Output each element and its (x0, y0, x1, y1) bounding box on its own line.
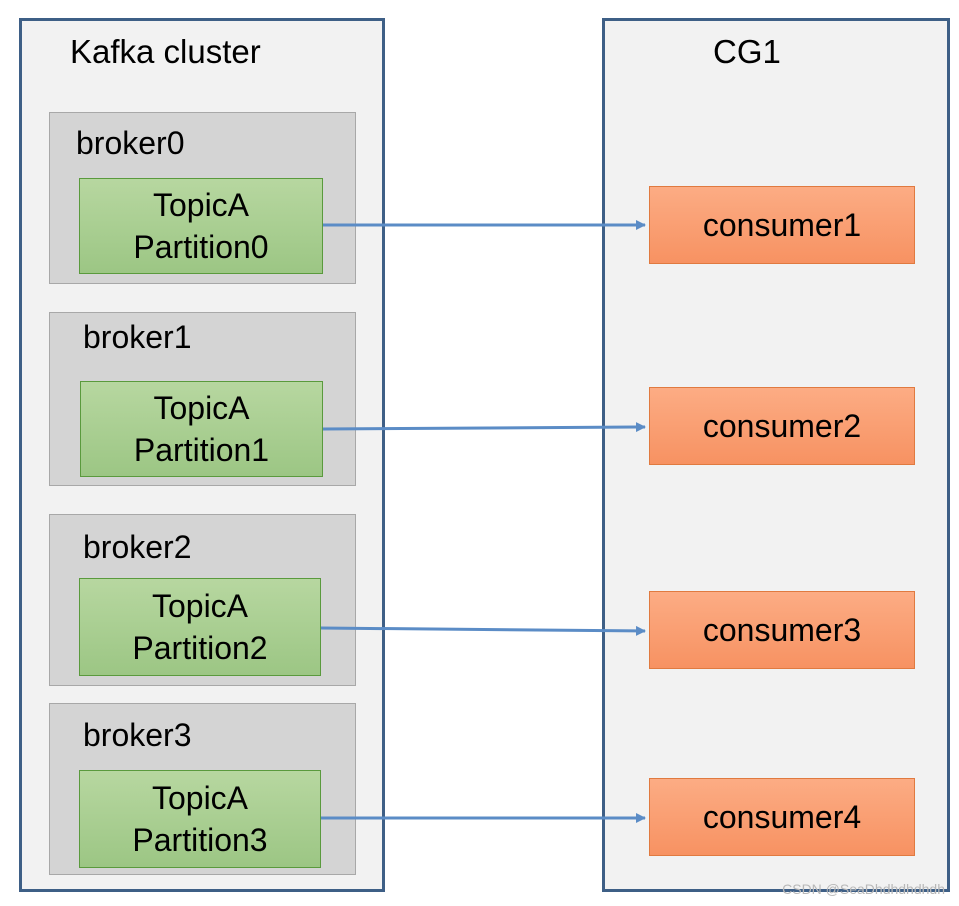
consumer-box-1: consumer1 (649, 186, 915, 264)
partition-topic: TopicA (151, 588, 249, 624)
broker-box-0: broker0 TopicA Partition0 (49, 112, 356, 284)
partition-name: Partition3 (132, 822, 268, 858)
consumer-box-3: consumer3 (649, 591, 915, 669)
partition-box-2: TopicA Partition2 (79, 578, 321, 676)
partition-name: Partition0 (133, 229, 269, 265)
broker-box-2: broker2 TopicA Partition2 (49, 514, 356, 686)
consumer-group-title: CG1 (713, 33, 781, 70)
kafka-cluster-title: Kafka cluster (70, 33, 261, 70)
partition-box-3: TopicA Partition3 (79, 770, 321, 868)
broker-box-3: broker3 TopicA Partition3 (49, 703, 356, 875)
partition-box-1: TopicA Partition1 (80, 381, 323, 477)
watermark: CSDN @SeaDhdhdhdhdh (782, 881, 945, 897)
arrow-partition1-consumer2 (322, 422, 646, 433)
consumer-box-4: consumer4 (649, 778, 915, 856)
partition-topic: TopicA (151, 780, 249, 816)
partition-name: Partition1 (133, 432, 270, 468)
partition-box-0: TopicA Partition0 (79, 178, 323, 274)
partition-name: Partition2 (132, 630, 268, 666)
partition-topic: TopicA (152, 187, 250, 223)
consumer-box-2: consumer2 (649, 387, 915, 465)
partition-topic: TopicA (153, 390, 250, 426)
broker-label: broker0 (76, 125, 185, 161)
broker-label: broker2 (83, 529, 192, 565)
broker-label: broker3 (83, 717, 192, 753)
broker-label: broker1 (83, 319, 192, 355)
arrow-partition2-consumer3 (320, 625, 646, 636)
broker-box-1: broker1 TopicA Partition1 (49, 312, 356, 486)
